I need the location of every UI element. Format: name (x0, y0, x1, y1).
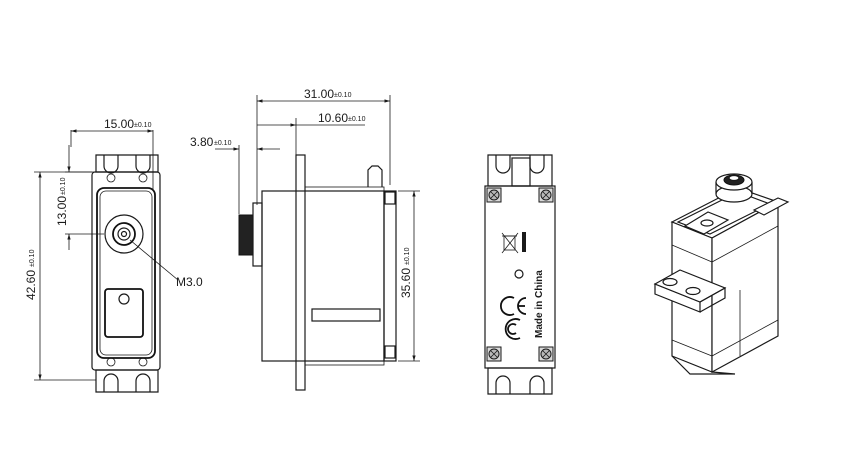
dim-31-value: 31.00 (304, 87, 334, 101)
ce-mark-icon (500, 296, 527, 316)
dim-15-tol: ±0.10 (134, 122, 152, 129)
dim-13-value: 13.00 (55, 196, 69, 226)
dim-42-tol: ±0.10 (29, 249, 36, 267)
thread-label: M3.0 (176, 275, 203, 289)
dimension-35: 35.60 ±0.10 (398, 190, 420, 362)
dim-10-tol: ±0.10 (348, 116, 366, 123)
weee-bin-icon (501, 232, 526, 254)
back-view: Made in China (484, 154, 556, 395)
isometric-view (653, 173, 790, 375)
dimension-10: 10.60 ±0.10 (257, 111, 366, 155)
dim-3-tol: ±0.10 (214, 140, 232, 147)
dimension-42: 42.60 ±0.10 (24, 171, 96, 381)
dimension-31: 31.00 ±0.10 (256, 87, 391, 205)
c-tick-icon (504, 318, 521, 340)
dim-10-value: 10.60 (318, 111, 348, 125)
dim-13-tol: ±0.10 (60, 177, 67, 195)
dim-42-value: 42.60 (24, 270, 38, 300)
dim-35-tol: ±0.10 (404, 247, 411, 265)
thread-callout: M3.0 (129, 239, 203, 289)
dim-3-value: 3.80 (190, 135, 214, 149)
dimension-3: 3.80 ±0.10 (190, 135, 280, 214)
front-view (91, 154, 161, 393)
dimension-13: 13.00 ±0.10 (55, 145, 104, 250)
made-in-label: Made in China (534, 270, 545, 338)
dim-35-value: 35.60 (399, 268, 413, 298)
dimension-15: 15.00 ±0.10 (70, 117, 154, 190)
side-view (238, 154, 397, 391)
dim-31-tol: ±0.10 (334, 92, 352, 99)
dim-15-value: 15.00 (104, 117, 134, 131)
